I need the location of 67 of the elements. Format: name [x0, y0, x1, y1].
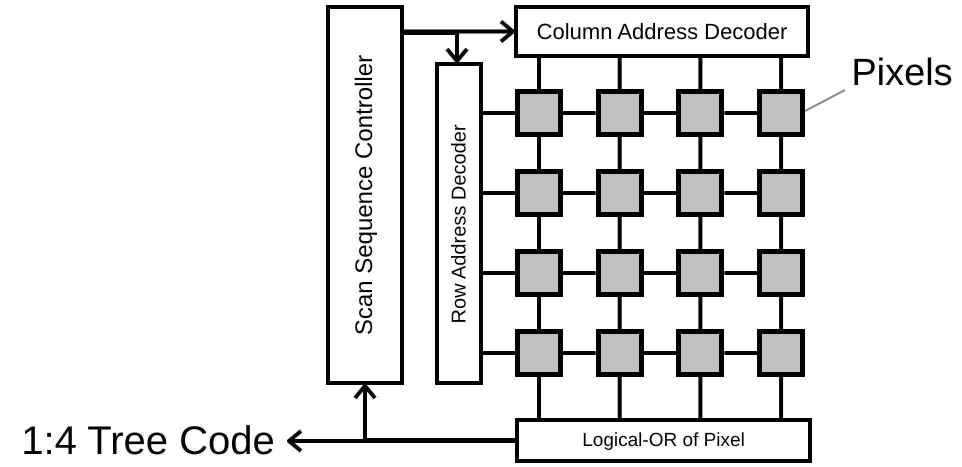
box-label: Logical-OR of Pixel	[582, 431, 745, 450]
pixel-square	[676, 89, 724, 137]
arrow	[287, 429, 515, 453]
wire	[779, 217, 784, 249]
wire	[779, 297, 784, 329]
pixel-square	[596, 89, 644, 137]
wire	[698, 58, 702, 89]
pixels-label: Pixels	[851, 54, 953, 92]
output-label: 1:4 Tree Code	[21, 421, 275, 461]
wire	[698, 297, 702, 329]
pixel-square	[676, 249, 724, 297]
wire	[618, 377, 622, 418]
wire	[563, 351, 596, 355]
wire	[483, 191, 515, 195]
box-label: Row Address Decoder	[449, 124, 469, 323]
wire	[724, 111, 758, 115]
pixel-square	[676, 329, 724, 377]
wire	[483, 111, 515, 115]
wire	[618, 217, 622, 249]
wire	[644, 271, 676, 275]
wire	[563, 111, 596, 115]
pixel-square	[515, 89, 563, 137]
wire	[483, 271, 515, 275]
pixel-square	[596, 169, 644, 217]
arrow	[404, 20, 515, 44]
wire	[698, 377, 702, 418]
wire	[644, 111, 676, 115]
wire	[698, 137, 702, 169]
box-label: Column Address Decoder	[536, 20, 788, 42]
logic-box	[515, 418, 812, 463]
wire	[618, 297, 622, 329]
pixel-square	[676, 169, 724, 217]
wire	[537, 137, 541, 169]
wire	[644, 351, 676, 355]
pixel-square	[757, 169, 806, 217]
wire	[724, 271, 758, 275]
wire	[483, 351, 515, 355]
wire	[698, 217, 702, 249]
pixel-square	[515, 329, 563, 377]
wire	[537, 217, 541, 249]
wire	[779, 377, 784, 418]
decoder-box	[514, 5, 810, 58]
box-label: Scan Sequence Controller	[353, 54, 377, 336]
wire	[537, 297, 541, 329]
controller-box	[326, 5, 404, 385]
wire	[563, 191, 596, 195]
pixel-square	[515, 169, 563, 217]
wire	[563, 271, 596, 275]
wire	[537, 58, 541, 89]
leader-line	[804, 89, 846, 112]
wire	[618, 58, 622, 89]
decoder-box	[435, 62, 483, 385]
pixel-square	[515, 249, 563, 297]
wire	[779, 58, 784, 89]
arrow	[404, 31, 469, 63]
wire	[644, 191, 676, 195]
arrow	[353, 384, 515, 442]
wire	[779, 137, 784, 169]
wire	[724, 351, 758, 355]
pixel-square	[596, 329, 644, 377]
pixel-square	[757, 89, 806, 137]
pixel-square	[757, 329, 806, 377]
pixel-square	[596, 249, 644, 297]
wire	[537, 377, 541, 418]
pixel-square	[757, 249, 806, 297]
wire	[618, 137, 622, 169]
wire	[724, 191, 758, 195]
